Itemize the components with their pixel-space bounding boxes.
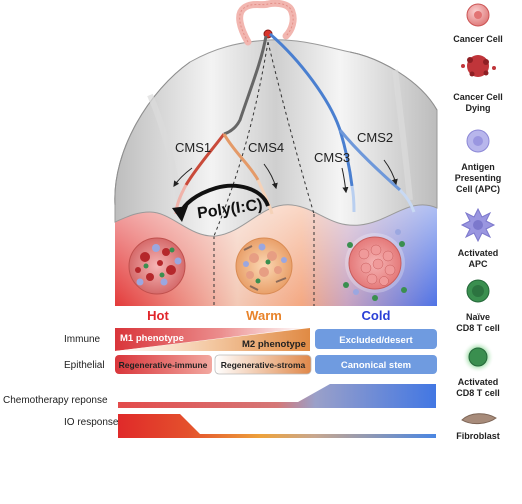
activated-cd8-icon <box>462 341 494 373</box>
direction-arrows <box>173 159 398 194</box>
landscape-surface <box>114 39 438 237</box>
m2-phenotype-bar <box>115 328 310 351</box>
io-response-label: IO response <box>64 417 119 428</box>
canonical-stem-label: Canonical stem <box>341 360 411 371</box>
regenerative-stroma-box <box>214 354 312 375</box>
tumor-warm <box>235 237 293 295</box>
legend-fibroblast: Fibroblast <box>456 431 500 441</box>
tumor-hot <box>128 237 186 295</box>
m1-phenotype-label: M1 phenotype <box>120 333 184 344</box>
legend-cancer-cell: Cancer Cell <box>453 34 503 44</box>
fibroblast-icon <box>461 413 497 425</box>
regenerative-immune-box <box>115 355 212 374</box>
excluded-desert-box <box>315 329 437 349</box>
cms1-label: CMS1 <box>175 140 211 155</box>
cms3-label: CMS3 <box>314 150 350 165</box>
immune-row-label: Immune <box>64 334 101 345</box>
warm-label: Warm <box>246 308 282 323</box>
tumor-cold <box>343 229 407 301</box>
m1-phenotype-bar <box>115 328 305 351</box>
hot-label: Hot <box>147 308 169 323</box>
naive-cd8-icon <box>466 279 490 303</box>
regenerative-immune-label: Regenerative-immune <box>119 360 208 370</box>
epithelial-row-label: Epithelial <box>64 360 105 371</box>
dying-cancer-cell-icon <box>461 55 496 77</box>
cancer-cell-icon <box>466 3 490 27</box>
cms4-label: CMS4 <box>248 140 284 155</box>
apc-icon <box>466 129 490 153</box>
canonical-stem-box <box>315 355 437 374</box>
activated-apc-icon <box>460 207 496 243</box>
m2-phenotype-label: M2 phenotype <box>242 339 306 350</box>
chemo-response-bar <box>118 384 436 408</box>
io-response-bar <box>118 414 436 438</box>
chemo-response-label: Chemotherapy reponse <box>3 395 108 406</box>
cold-label: Cold <box>362 308 391 323</box>
regenerative-stroma-label: Regenerative-stroma <box>221 360 306 370</box>
excluded-desert-label: Excluded/desert <box>339 335 413 346</box>
cms2-label: CMS2 <box>357 130 393 145</box>
